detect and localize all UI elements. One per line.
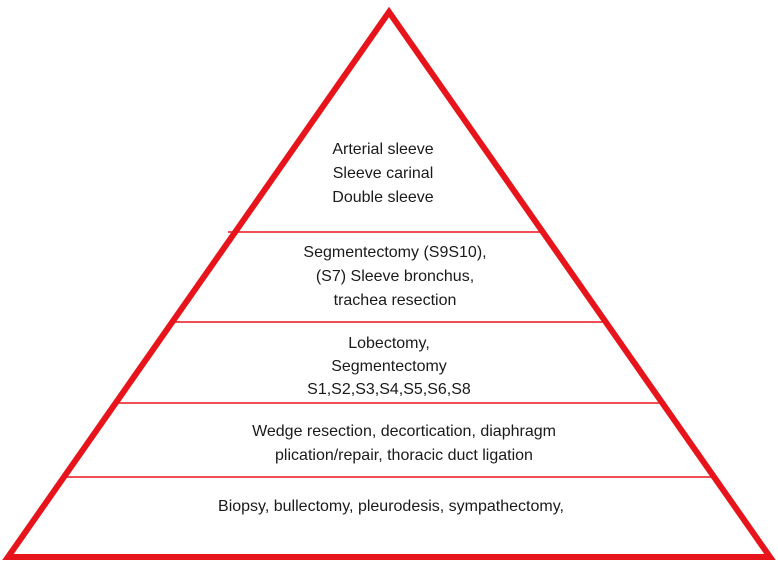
tier-3-line-1: Lobectomy, — [348, 335, 430, 352]
tier-3-label: Lobectomy, Segmentectomy S1,S2,S3,S4,S5,… — [307, 335, 471, 398]
tier-1-line-1: Arterial sleeve — [332, 141, 433, 158]
tier-2-label: Segmentectomy (S9S10), (S7) Sleeve bronc… — [303, 244, 486, 309]
tier-5-line-1: Biopsy, bullectomy, pleurodesis, sympath… — [218, 498, 564, 515]
tier-1-line-3: Double sleeve — [332, 189, 434, 206]
tier-4-label: Wedge resection, decortication, diaphrag… — [252, 423, 556, 464]
tier-5-label: Biopsy, bullectomy, pleurodesis, sympath… — [218, 498, 564, 515]
pyramid-outline — [2, 6, 776, 560]
tier-3-line-3: S1,S2,S3,S4,S5,S6,S8 — [307, 381, 471, 398]
tier-4-line-2: plication/repair, thoracic duct ligation — [275, 447, 533, 464]
tier-2-line-3: trachea resection — [334, 292, 457, 309]
tier-1-label: Arterial sleeve Sleeve carinal Double sl… — [332, 141, 434, 206]
tier-3-line-2: Segmentectomy — [331, 358, 447, 375]
tier-4-line-1: Wedge resection, decortication, diaphrag… — [252, 423, 556, 440]
tier-1-line-2: Sleeve carinal — [333, 165, 434, 182]
tier-2-line-2: (S7) Sleeve bronchus, — [316, 268, 474, 285]
tier-2-line-1: Segmentectomy (S9S10), — [303, 244, 486, 261]
